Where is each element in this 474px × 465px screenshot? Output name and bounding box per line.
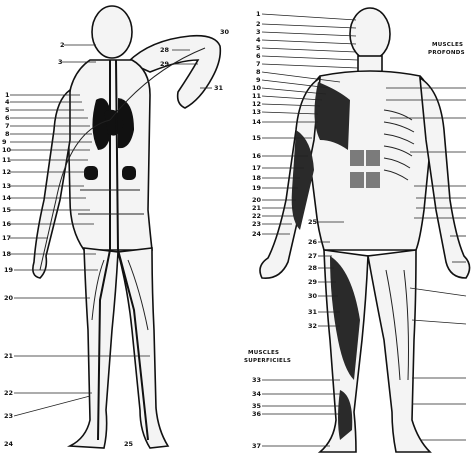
right-label: 10 [252, 84, 262, 92]
right-label: 17 [252, 164, 261, 172]
caption-superficial-muscles-2: SUPERFICIELS [244, 358, 291, 364]
left-label: 5 [5, 106, 10, 114]
right-label: 13 [252, 108, 261, 116]
right-label: 6 [256, 52, 261, 60]
left-label: 10 [2, 146, 12, 154]
left-label: 11 [2, 156, 12, 164]
left-label: 30 [220, 28, 230, 36]
right-label: 34 [252, 390, 262, 398]
left-label: 2 [60, 41, 65, 49]
right-label: 11 [252, 92, 262, 100]
right-label: 19 [252, 184, 262, 192]
right-label: 26 [308, 238, 318, 246]
right-label: 4 [256, 36, 261, 44]
left-figure-circulatory [33, 6, 220, 448]
right-label: 15 [252, 134, 262, 142]
left-label: 23 [4, 412, 13, 420]
right-label: 5 [256, 44, 261, 52]
left-label: 24 [4, 440, 14, 448]
left-label: 28 [160, 46, 170, 54]
right-label: 28 [308, 264, 318, 272]
left-label: 25 [124, 440, 134, 448]
right-label: 33 [252, 376, 261, 384]
right-label: 14 [252, 118, 262, 126]
right-label: 20 [252, 196, 262, 204]
right-label: 7 [256, 60, 261, 68]
caption-deep-muscles: MUSCLES [432, 42, 463, 48]
right-label: 31 [308, 308, 318, 316]
right-label: 18 [252, 174, 262, 182]
left-label: 3 [58, 58, 63, 66]
right-label: 12 [252, 100, 261, 108]
caption-superficial-muscles: MUSCLES [248, 350, 279, 356]
left-label: 22 [4, 389, 13, 397]
right-label: 16 [252, 152, 262, 160]
left-label: 8 [5, 130, 10, 138]
left-label: 15 [2, 206, 12, 214]
right-label: 23 [252, 220, 261, 228]
right-label: 2 [256, 20, 261, 28]
right-label: 29 [308, 278, 318, 286]
left-label: 20 [4, 294, 14, 302]
left-label: 7 [5, 122, 10, 130]
right-figure-muscles [260, 8, 470, 452]
right-label: 27 [308, 252, 317, 260]
left-label: 19 [4, 266, 14, 274]
right-label: 22 [252, 212, 261, 220]
caption-deep-muscles-2: PROFONDS [428, 50, 465, 56]
right-label: 21 [252, 204, 262, 212]
right-label: 1 [256, 10, 261, 18]
left-label: 29 [160, 60, 170, 68]
right-label: 37 [252, 442, 261, 450]
left-label: 4 [5, 98, 10, 106]
left-label: 31 [214, 84, 224, 92]
left-label: 12 [2, 168, 11, 176]
left-label: 14 [2, 194, 12, 202]
left-label: 16 [2, 220, 12, 228]
right-label: 35 [252, 402, 262, 410]
right-label: 30 [308, 292, 318, 300]
right-label: 36 [252, 410, 262, 418]
right-label: 32 [308, 322, 317, 330]
right-label: 25 [308, 218, 318, 226]
left-label: 13 [2, 182, 11, 190]
left-label: 17 [2, 234, 11, 242]
right-label: 9 [256, 76, 261, 84]
left-label: 18 [2, 250, 12, 258]
right-label: 8 [256, 68, 261, 76]
right-label: 24 [252, 230, 262, 238]
left-label: 21 [4, 352, 14, 360]
left-label: 9 [2, 138, 7, 146]
left-label: 6 [5, 114, 10, 122]
right-label: 3 [256, 28, 261, 36]
